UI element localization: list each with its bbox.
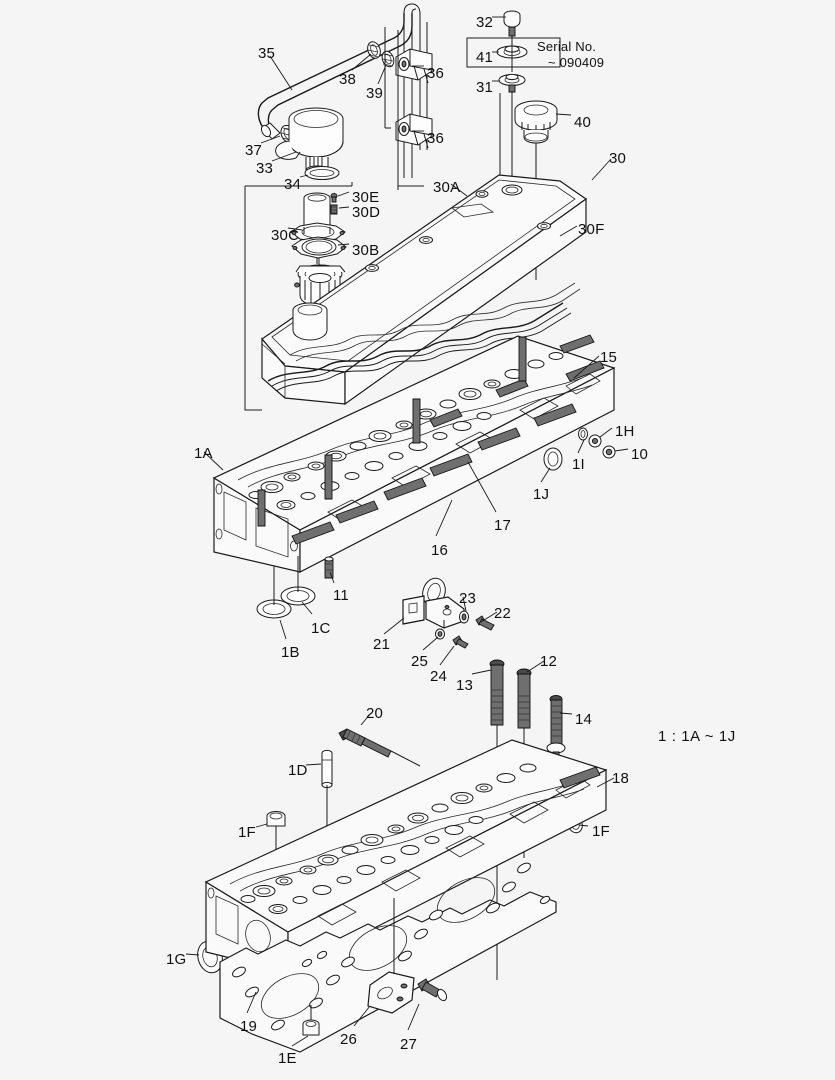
callout-26: 26 — [340, 1031, 358, 1048]
callout-30a: 30A — [433, 179, 461, 196]
callout-34: 34 — [284, 176, 302, 193]
bolt-24 — [452, 635, 469, 649]
breather-hose-assembly — [257, 3, 428, 178]
callout-38: 38 — [339, 71, 357, 88]
bolt-32 — [503, 10, 521, 46]
callout-12: 12 — [540, 653, 558, 670]
callout-25: 25 — [411, 653, 429, 670]
callout-1a: 1A — [194, 445, 213, 462]
callout-1b: 1B — [281, 644, 300, 661]
callout-23: 23 — [459, 590, 477, 607]
oil-filler-cap-40 — [514, 100, 558, 280]
breather-screw-30D — [330, 204, 338, 215]
callout-24: 24 — [430, 668, 448, 685]
callout-10: 10 — [631, 446, 649, 463]
seal-ring-1J — [543, 447, 563, 471]
callout-1f: 1F — [238, 824, 256, 841]
plug-1E — [302, 1005, 320, 1036]
leader-lines — [185, 16, 629, 1047]
stud-18 — [559, 766, 601, 789]
callout-20: 20 — [366, 705, 384, 722]
callout-31: 31 — [476, 79, 494, 96]
breather-pin-30E — [330, 192, 338, 203]
studs-mid-head — [257, 334, 605, 545]
hose-bracket-36-upper — [395, 48, 433, 84]
callout-39: 39 — [366, 85, 384, 102]
callout-32: 32 — [476, 14, 494, 31]
dowel-pin-11 — [324, 556, 334, 579]
rocker-cover-30A — [261, 174, 588, 406]
washer-23 — [459, 610, 469, 624]
assembly-bracket-30 — [244, 27, 501, 411]
serial-no-box — [466, 37, 561, 68]
callout-30f: 30F — [578, 221, 605, 238]
callout-17: 17 — [494, 517, 512, 534]
callout-30c: 30C — [271, 227, 300, 244]
callout-14: 14 — [575, 711, 593, 728]
callout-33: 33 — [256, 160, 274, 177]
washer-10 — [602, 445, 616, 459]
callout-27: 27 — [400, 1036, 418, 1053]
callout-1i: 1I — [572, 456, 585, 473]
callout-30e: 30E — [352, 189, 380, 206]
callout-35: 35 — [258, 45, 276, 62]
callout-1j: 1J — [533, 486, 550, 503]
callout-30: 30 — [609, 150, 627, 167]
callout-41: 41 — [476, 49, 494, 66]
callout-1d: 1D — [288, 762, 308, 779]
callout-13: 13 — [456, 677, 474, 694]
washer-25 — [435, 628, 445, 640]
bolt-27 — [417, 978, 448, 1002]
callout-16: 16 — [431, 542, 449, 559]
o-ring-34 — [304, 166, 340, 180]
glow-plug-20 — [338, 728, 421, 767]
hose-bracket-36-lower — [395, 113, 433, 149]
washer-31 — [498, 73, 526, 190]
serial-no-line1: Serial No. — [537, 39, 597, 54]
callout-19: 19 — [240, 1018, 258, 1035]
bolt-22 — [475, 615, 495, 631]
callout-11: 11 — [333, 587, 349, 604]
callout-1h: 1H — [615, 423, 635, 440]
callout-36: 36 — [427, 130, 445, 147]
seal-1C — [280, 556, 316, 606]
callout-30b: 30B — [352, 242, 380, 259]
callout-40: 40 — [574, 114, 592, 131]
callout-1c: 1C — [311, 620, 331, 637]
callout-30d: 30D — [352, 204, 381, 221]
cover-plate-26 — [367, 898, 415, 1014]
cover-filler-opening — [292, 302, 328, 341]
callout-21: 21 — [373, 636, 391, 653]
nut-1H — [588, 434, 602, 448]
callout-15: 15 — [600, 349, 618, 366]
callout-22: 22 — [494, 605, 512, 622]
serial-no-line2: ~ 090409 — [548, 55, 605, 70]
seal-ring-1I — [578, 427, 588, 441]
callout-1e: 1E — [278, 1050, 297, 1067]
callout-36: 36 — [427, 65, 445, 82]
breather-cap-30C — [290, 192, 346, 264]
callout-37: 37 — [245, 142, 263, 159]
callout-1f: 1F — [592, 823, 610, 840]
callout-18: 18 — [612, 770, 630, 787]
callout-1g: 1G — [166, 951, 187, 968]
seal-1B — [256, 566, 292, 619]
cylinder-head-bottom — [204, 739, 608, 973]
legend-text: 1 : 1A ~ 1J — [658, 728, 736, 745]
